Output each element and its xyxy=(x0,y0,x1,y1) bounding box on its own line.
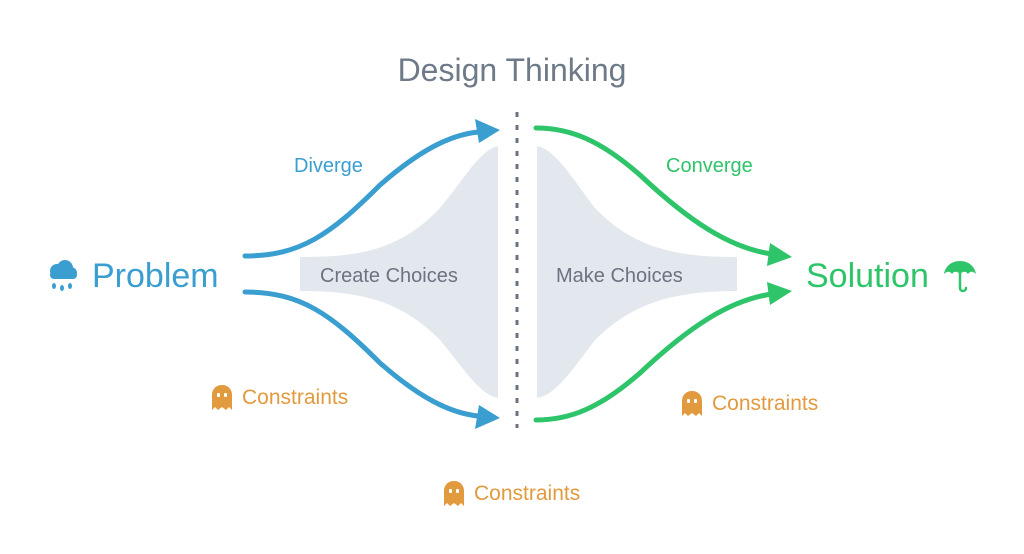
constraint-label: Constraints xyxy=(474,481,581,505)
ghost-icon xyxy=(210,384,234,410)
converge-arrow-bottom xyxy=(533,291,775,423)
problem-node: Problem xyxy=(46,258,219,294)
umbrella-icon xyxy=(943,258,977,294)
constraint-item: Constraints xyxy=(442,480,580,506)
converge-arrowhead-top xyxy=(767,243,792,266)
constraint-item: Constraints xyxy=(680,390,818,416)
converge-label: Converge xyxy=(666,155,753,177)
problem-label: Problem xyxy=(92,257,219,295)
solution-label: Solution xyxy=(806,257,929,295)
diverge-arrow-top xyxy=(242,129,481,259)
diagram-title: Design Thinking xyxy=(397,52,627,88)
diverge-arrowhead-top xyxy=(475,119,500,143)
rain-cloud-icon xyxy=(46,258,78,294)
constraint-label: Constraints xyxy=(712,391,819,415)
solution-node: Solution xyxy=(806,258,977,294)
make-choices-label: Make Choices xyxy=(556,265,683,287)
ghost-icon xyxy=(442,480,466,506)
create-choices-area xyxy=(300,146,498,398)
make-choices-area xyxy=(537,146,737,398)
diverge-arrow-bottom xyxy=(242,289,481,419)
converge-arrowhead-bottom xyxy=(767,282,792,305)
create-choices-label: Create Choices xyxy=(320,265,458,287)
constraint-item: Constraints xyxy=(210,384,348,410)
diverge-label: Diverge xyxy=(294,155,363,177)
constraint-label: Constraints xyxy=(242,385,349,409)
converge-arrow-top xyxy=(533,125,775,257)
diverge-arrowhead-bottom xyxy=(475,405,500,429)
ghost-icon xyxy=(680,390,704,416)
